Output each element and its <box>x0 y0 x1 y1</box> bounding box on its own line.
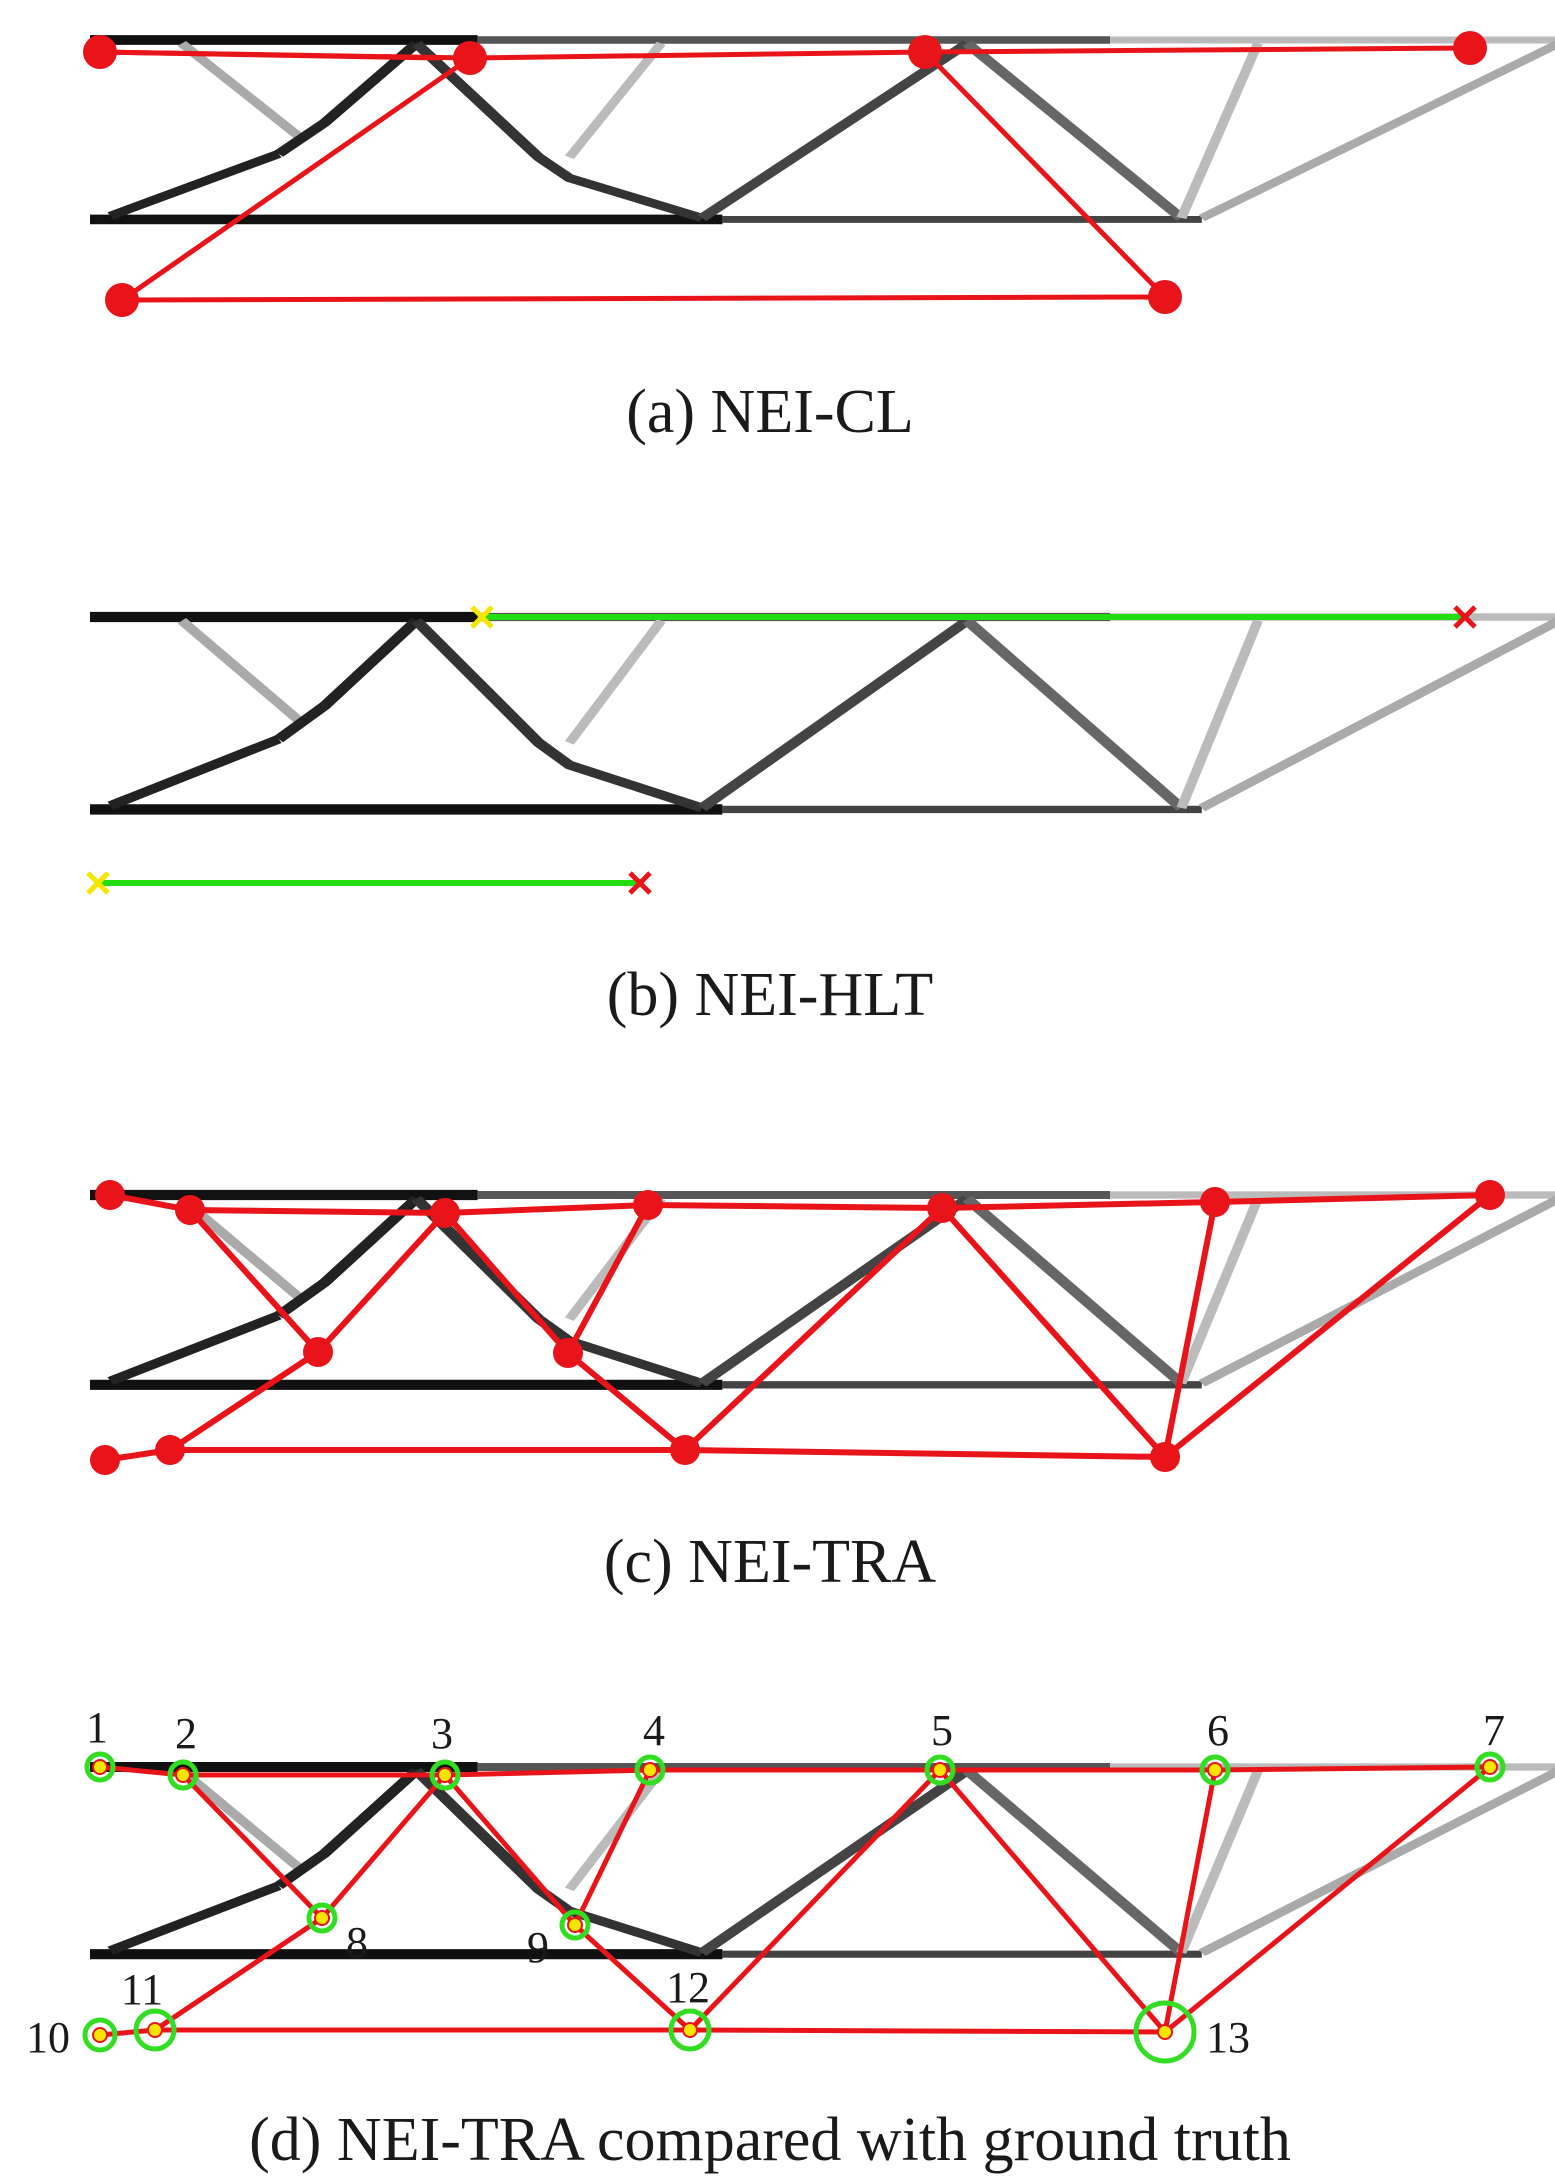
node-a-2 <box>453 41 487 75</box>
panel-c: (c) NEI-TRA <box>90 1180 1555 1596</box>
caption-d: (d) NEI-TRA compared with ground truth <box>249 2106 1291 2174</box>
node-label-1: 1 <box>86 1703 108 1752</box>
detected-members-a <box>99 45 1471 303</box>
detected-members-c <box>104 1192 1492 1463</box>
truss-background-a <box>90 40 1555 219</box>
hough-lines-b <box>98 614 1465 886</box>
node-label-12: 12 <box>666 1963 710 2012</box>
node-a-1 <box>83 35 117 69</box>
truss-background-b <box>90 617 1555 809</box>
node-label-6: 6 <box>1207 1706 1229 1755</box>
node-label-2: 2 <box>175 1709 197 1758</box>
node-label-7: 7 <box>1483 1706 1505 1755</box>
detected-nodes-d <box>92 1759 1498 2043</box>
detected-nodes-c <box>90 1180 1505 1475</box>
panel-d: 1 2 3 4 5 6 7 8 9 10 11 12 13 (d) NEI-TR… <box>26 1703 1555 2174</box>
node-a-6 <box>1148 280 1182 314</box>
panel-b: (b) NEI-HLT <box>86 605 1555 1029</box>
node-label-11: 11 <box>121 1965 163 2014</box>
node-label-4: 4 <box>643 1706 665 1755</box>
start-markers-b <box>86 605 494 895</box>
node-label-9: 9 <box>527 1923 549 1972</box>
node-a-5 <box>105 283 139 317</box>
detected-members-d <box>99 1764 1492 2038</box>
caption-a: (a) NEI-CL <box>626 378 913 446</box>
node-number-labels-d: 1 2 3 4 5 6 7 8 9 10 11 12 13 <box>26 1703 1505 2062</box>
panel-a: (a) NEI-CL <box>83 31 1555 446</box>
node-label-8: 8 <box>346 1918 368 1967</box>
node-a-4 <box>1453 31 1487 65</box>
node-label-10: 10 <box>26 2013 70 2062</box>
node-label-5: 5 <box>931 1706 953 1755</box>
node-a-3 <box>908 35 942 69</box>
caption-b: (b) NEI-HLT <box>607 961 934 1029</box>
node-label-13: 13 <box>1206 2013 1250 2062</box>
caption-c: (c) NEI-TRA <box>604 1528 936 1596</box>
ground-truth-rings-d <box>82 1751 1506 2064</box>
detected-nodes-a <box>83 31 1487 317</box>
end-markers-b <box>628 605 1477 895</box>
node-label-3: 3 <box>431 1709 453 1758</box>
